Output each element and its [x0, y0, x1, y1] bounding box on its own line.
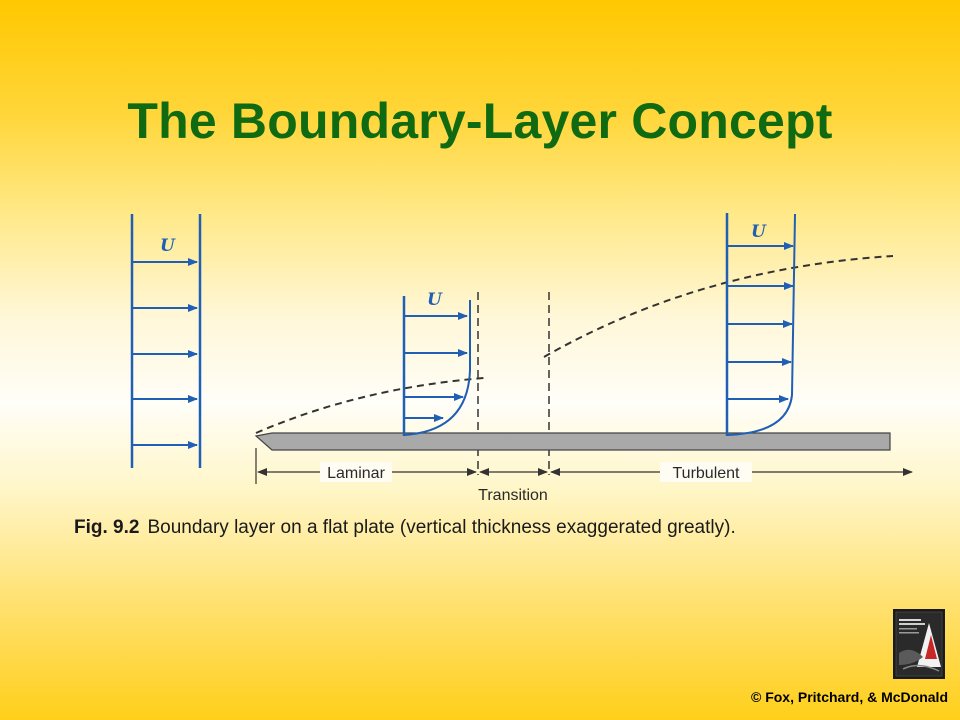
textbook-cover-image: [893, 609, 945, 679]
turbulent-label: Turbulent: [673, 465, 741, 482]
laminar-velocity-profile: U: [402, 290, 471, 436]
velocity-symbol-label: U: [160, 236, 176, 256]
slide-title: The Boundary-Layer Concept: [127, 93, 833, 149]
uniform-flow-profile: U: [130, 214, 202, 468]
velocity-symbol-label: U: [427, 290, 443, 310]
figure-caption: Fig. 9.2 Boundary layer on a flat plate (…: [74, 517, 736, 539]
turbulent-boundary-edge: [543, 255, 894, 358]
figure-caption-text: Boundary layer on a flat plate (vertical…: [147, 517, 736, 538]
laminar-label: Laminar: [327, 465, 385, 482]
laminar-boundary-edge: [255, 377, 485, 434]
velocity-symbol-label: U: [751, 222, 767, 242]
copyright-notice: © Fox, Pritchard, & McDonald: [750, 689, 948, 705]
transition-label: Transition: [478, 487, 548, 504]
flat-plate: [254, 432, 891, 451]
turbulent-velocity-profile: U: [725, 213, 796, 436]
figure-number: Fig. 9.2: [74, 517, 140, 538]
